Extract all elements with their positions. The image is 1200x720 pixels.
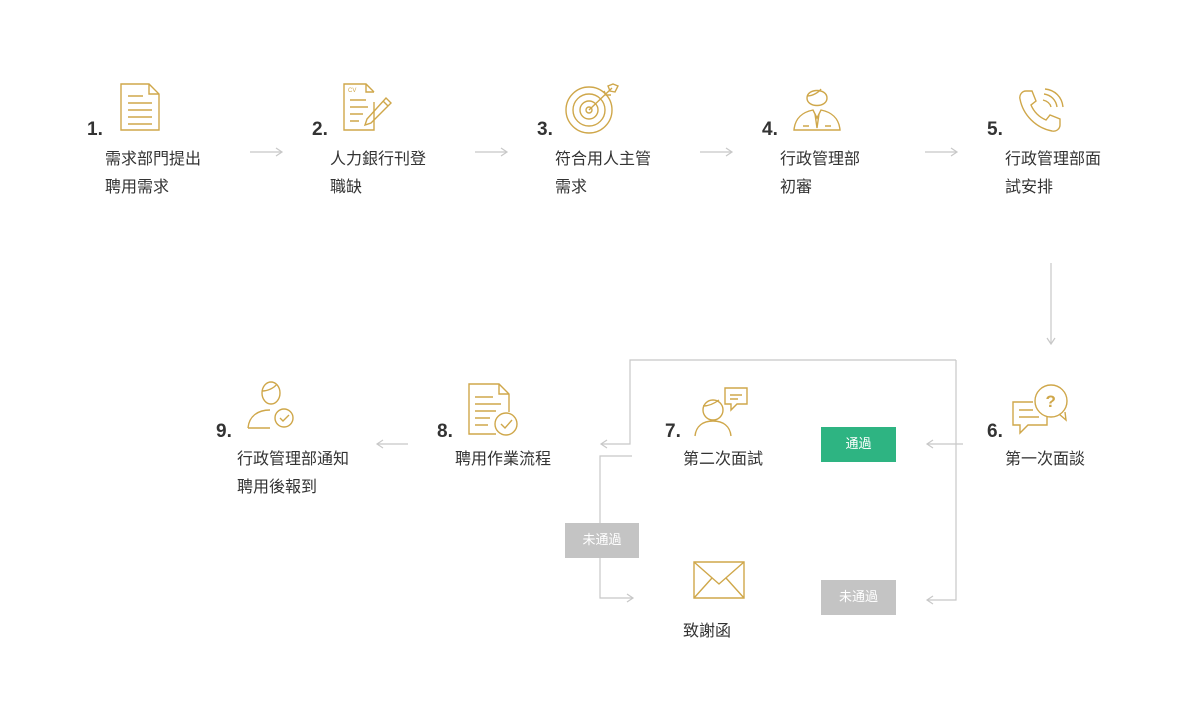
- rejection-letter-label: 致謝函: [683, 621, 732, 640]
- step-3-number: 3.: [537, 119, 553, 140]
- arrow-6-to-7: [925, 439, 963, 449]
- svg-text:?: ?: [1046, 392, 1056, 411]
- target-icon: [564, 82, 620, 136]
- step-1-number: 1.: [87, 119, 103, 140]
- step-8-label: 聘用作業流程: [455, 445, 551, 473]
- step-1-line2: 聘用需求: [105, 177, 170, 196]
- step-5-line1: 行政管理部面: [1005, 149, 1102, 168]
- step-4-line2: 初審: [780, 177, 813, 196]
- step-2-number: 2.: [312, 119, 328, 140]
- approved-person-icon: [246, 380, 298, 432]
- cv-edit-icon: CV: [341, 82, 393, 132]
- document-icon: [118, 82, 162, 132]
- approved-document-icon: [466, 382, 520, 438]
- reviewer-icon: [791, 84, 843, 132]
- envelope-icon: [692, 560, 746, 602]
- phone-icon: [1018, 88, 1066, 134]
- step-9-number: 9.: [216, 421, 232, 442]
- arrow-3-to-4: [700, 147, 734, 157]
- step-3-line2: 需求: [555, 177, 588, 196]
- step-5-line2: 試安排: [1005, 177, 1054, 196]
- step-7-line1: 第二次面試: [683, 449, 764, 468]
- arrow-6-fail: [925, 360, 957, 605]
- step-2-line2: 職缺: [330, 177, 363, 196]
- arrow-2-to-3: [475, 147, 509, 157]
- step-9-label: 行政管理部通知 聘用後報到: [237, 445, 349, 501]
- step-4-label: 行政管理部 初審: [780, 145, 860, 201]
- step-7-number: 7.: [665, 421, 681, 442]
- step-9-line1: 行政管理部通知: [237, 449, 350, 468]
- fail-badge-first-talk: 未通過: [821, 580, 896, 615]
- step-3-line1: 符合用人主管: [555, 149, 652, 168]
- svg-text:CV: CV: [348, 88, 356, 94]
- step-6-line1: 第一次面談: [1005, 449, 1086, 468]
- step-6-label: 第一次面談: [1005, 445, 1085, 473]
- arrow-4-to-5: [925, 147, 959, 157]
- interviewer-icon: [693, 386, 749, 438]
- step-4-number: 4.: [762, 119, 778, 140]
- step-1-line1: 需求部門提出: [105, 149, 202, 168]
- arrow-7-to-8: [599, 359, 956, 449]
- step-6-number: 6.: [987, 421, 1003, 442]
- step-2-line1: 人力銀行刊登: [330, 149, 427, 168]
- step-4-line1: 行政管理部: [780, 149, 861, 168]
- step-2-label: 人力銀行刊登 職缺: [330, 145, 426, 201]
- chat-question-icon: ?: [1011, 383, 1073, 435]
- step-9-line2: 聘用後報到: [237, 477, 318, 496]
- step-1-label: 需求部門提出 聘用需求: [105, 145, 201, 201]
- step-5-label: 行政管理部面 試安排: [1005, 145, 1101, 201]
- step-7-label: 第二次面試: [683, 445, 763, 473]
- step-8-number: 8.: [437, 421, 453, 442]
- step-5-number: 5.: [987, 119, 1003, 140]
- pass-badge: 通過: [821, 427, 896, 462]
- arrow-1-to-2: [250, 147, 284, 157]
- step-3-label: 符合用人主管 需求: [555, 145, 651, 201]
- step-8-line1: 聘用作業流程: [455, 449, 552, 468]
- arrow-5-to-6: [1046, 263, 1056, 346]
- fail-badge-interview: 未通過: [565, 523, 639, 558]
- arrow-8-to-9: [375, 439, 408, 449]
